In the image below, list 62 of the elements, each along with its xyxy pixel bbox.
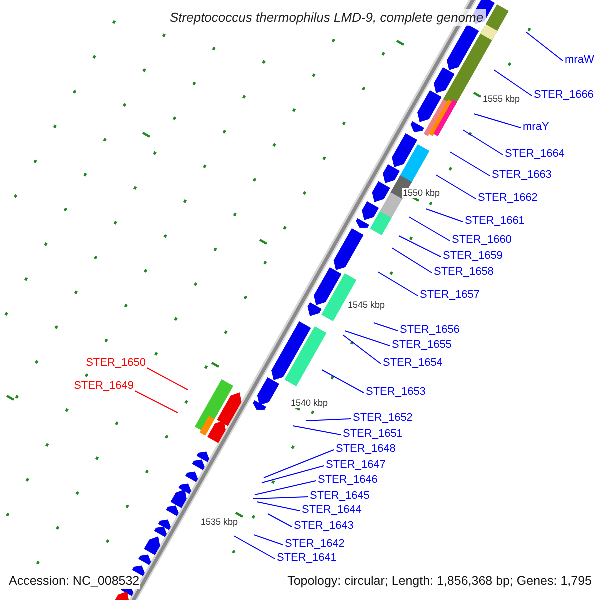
leader-line bbox=[408, 216, 450, 242]
gene-label: STER_1661 bbox=[465, 215, 525, 228]
leader-line bbox=[392, 248, 432, 274]
leader-line bbox=[268, 514, 292, 528]
leader-line bbox=[474, 114, 522, 128]
gene-label: STER_1653 bbox=[366, 386, 426, 399]
genome-info-text: Accession: NC_008532 bbox=[9, 574, 140, 589]
leader-line bbox=[526, 32, 564, 62]
leader-line bbox=[398, 236, 442, 258]
position-label: 1550 kbp bbox=[402, 188, 442, 198]
gene-label: STER_1643 bbox=[294, 520, 354, 533]
leader-line bbox=[262, 466, 324, 484]
leader-line bbox=[426, 208, 464, 222]
leader-line bbox=[264, 450, 334, 478]
gene-label: STER_1648 bbox=[336, 443, 396, 456]
gene-label: STER_1666 bbox=[534, 89, 594, 102]
gene-label: STER_1641 bbox=[277, 552, 337, 565]
leader-line bbox=[146, 368, 188, 390]
gene-label: STER_1664 bbox=[505, 148, 565, 161]
leader-line bbox=[252, 496, 308, 500]
leader-line bbox=[254, 480, 316, 496]
gene-label: STER_1657 bbox=[420, 289, 480, 302]
gene-label: STER_1644 bbox=[302, 504, 362, 517]
leader-line bbox=[378, 272, 418, 296]
leader-line bbox=[342, 334, 382, 364]
gene-label: STER_1651 bbox=[343, 428, 403, 441]
gene-label: STER_1652 bbox=[353, 412, 413, 425]
leader-line bbox=[450, 152, 490, 176]
genome-info-text: Topology: circular; Length: 1,856,368 bp; Genes: 1,795 bbox=[288, 574, 592, 589]
gene-label: STER_1649 bbox=[74, 380, 134, 393]
leader-line bbox=[134, 390, 178, 414]
gene-label: mraW bbox=[565, 54, 594, 67]
leader-line bbox=[494, 70, 532, 96]
leader-line bbox=[344, 330, 390, 346]
gene-label: STER_1662 bbox=[478, 192, 538, 205]
gene-label: STER_1645 bbox=[310, 490, 370, 503]
leader-line bbox=[322, 370, 364, 394]
gene-label: mraY bbox=[523, 121, 550, 134]
leader-line bbox=[462, 130, 504, 156]
gene-label: STER_1642 bbox=[285, 538, 345, 551]
genome-title: Streptococcus thermophilus LMD-9, complete genome bbox=[168, 9, 486, 26]
gene-label: STER_1646 bbox=[318, 474, 378, 487]
gene-label: STER_1656 bbox=[400, 324, 460, 337]
leader-line bbox=[254, 534, 284, 546]
position-label: 1545 kbp bbox=[347, 300, 386, 310]
gene-label: STER_1663 bbox=[492, 169, 552, 182]
position-label: 1555 kbp bbox=[482, 94, 522, 104]
gene-label: STER_1659 bbox=[443, 250, 503, 263]
gene-label: STER_1660 bbox=[452, 234, 512, 247]
gene-label: STER_1655 bbox=[392, 339, 452, 352]
leader-line bbox=[436, 174, 476, 200]
leader-line bbox=[234, 536, 276, 560]
gene-label: STER_1654 bbox=[383, 357, 443, 370]
position-label: 1535 kbp bbox=[200, 517, 240, 527]
leader-line bbox=[292, 426, 342, 436]
gene-label: STER_1658 bbox=[434, 266, 494, 279]
position-label: 1540 kbp bbox=[290, 398, 330, 408]
leader-line bbox=[256, 502, 300, 512]
gene-label: STER_1650 bbox=[86, 357, 146, 370]
leader-line bbox=[306, 418, 352, 422]
leader-line bbox=[374, 322, 398, 332]
gene-label: STER_1647 bbox=[326, 459, 386, 472]
